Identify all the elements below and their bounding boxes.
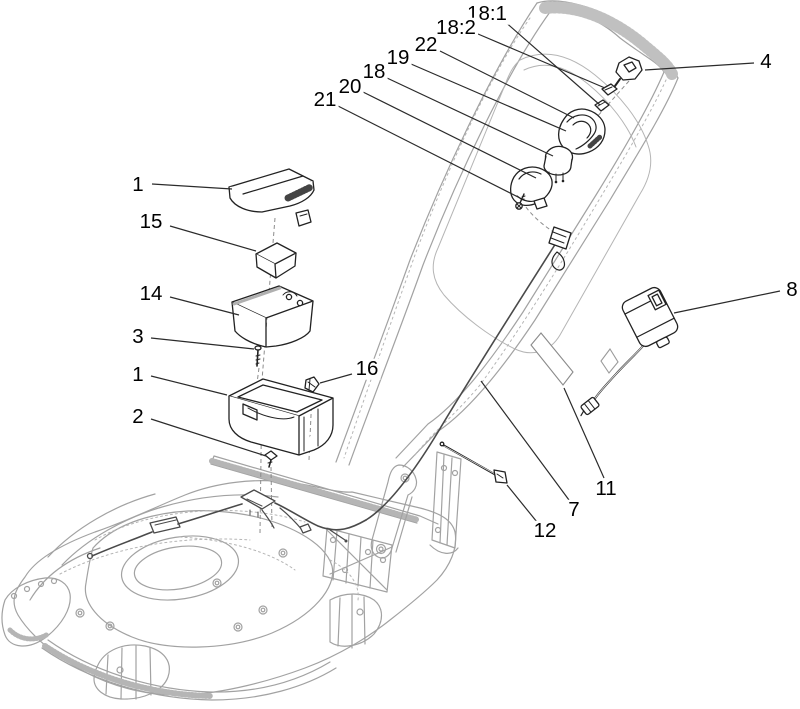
handle-assembly — [335, 0, 679, 468]
leader-line — [673, 290, 781, 314]
handle-cable — [365, 242, 557, 521]
carriage-bolt-part — [264, 450, 278, 468]
leader-line — [477, 33, 606, 89]
callout-label-7: 7 — [566, 497, 582, 521]
harness-connector-block — [240, 489, 276, 510]
callout-leader-lines — [150, 19, 781, 523]
callout-label-14: 14 — [137, 281, 165, 305]
instruction-decal — [530, 332, 574, 386]
ignition-switch-part — [543, 145, 574, 184]
leader-line — [439, 50, 575, 119]
small-decal — [600, 348, 619, 374]
deck-bolts — [75, 548, 288, 632]
foam-pad-part — [255, 242, 297, 279]
mower-deck — [1, 451, 462, 701]
callout-label-18: 18 — [360, 59, 388, 83]
callout-label-12: 12 — [531, 518, 559, 542]
callout-label-16: 16 — [353, 356, 381, 380]
leader-line — [169, 296, 240, 316]
callout-label-2: 2 — [130, 404, 146, 428]
leader-line — [506, 484, 538, 523]
callout-label-22: 22 — [412, 32, 440, 56]
leader-line — [150, 337, 255, 350]
leader-line — [480, 380, 570, 501]
switch-nut-part — [594, 99, 610, 112]
leader-line — [150, 418, 267, 457]
leader-line — [319, 373, 353, 384]
callout-label-1: 1 — [130, 172, 146, 196]
leader-line — [151, 183, 233, 190]
callout-label-21: 21 — [311, 87, 339, 111]
callout-label-15: 15 — [137, 209, 165, 233]
wiring-harness — [86, 226, 572, 560]
ignition-key-part — [614, 56, 643, 87]
charger-plug — [580, 396, 600, 417]
switch-washer-part — [601, 83, 618, 96]
leader-line — [386, 77, 554, 157]
switch-bracket-part — [509, 166, 553, 210]
callout-label-8: 8 — [784, 277, 800, 301]
leader-line — [169, 225, 257, 252]
cable-tie-part — [439, 441, 508, 484]
switch-boot-part — [557, 108, 606, 155]
callout-label-11: 11 — [593, 476, 619, 500]
battery-part — [231, 285, 314, 348]
leader-line — [337, 105, 521, 199]
leader-line — [502, 19, 601, 106]
grip-hatch — [539, 1, 678, 80]
bracket-screw-part — [515, 193, 526, 210]
cable-clip-part — [304, 376, 320, 393]
leader-line — [644, 62, 755, 71]
callout-label-18:2: 18:2 — [434, 15, 478, 39]
leader-line — [362, 91, 537, 179]
callout-label-1: 1 — [130, 362, 146, 386]
callout-label-19: 19 — [384, 45, 412, 69]
callout-label-3: 3 — [130, 324, 146, 348]
callout-label-4: 4 — [758, 49, 774, 73]
leader-line — [563, 387, 605, 479]
callout-label-20: 20 — [336, 74, 364, 98]
battery-box-part — [228, 378, 334, 456]
battery-cover-part — [228, 168, 315, 227]
battery-screw-part — [254, 345, 262, 367]
leader-line — [410, 63, 567, 132]
battery-charger-part — [580, 286, 679, 417]
leader-line — [150, 375, 228, 396]
